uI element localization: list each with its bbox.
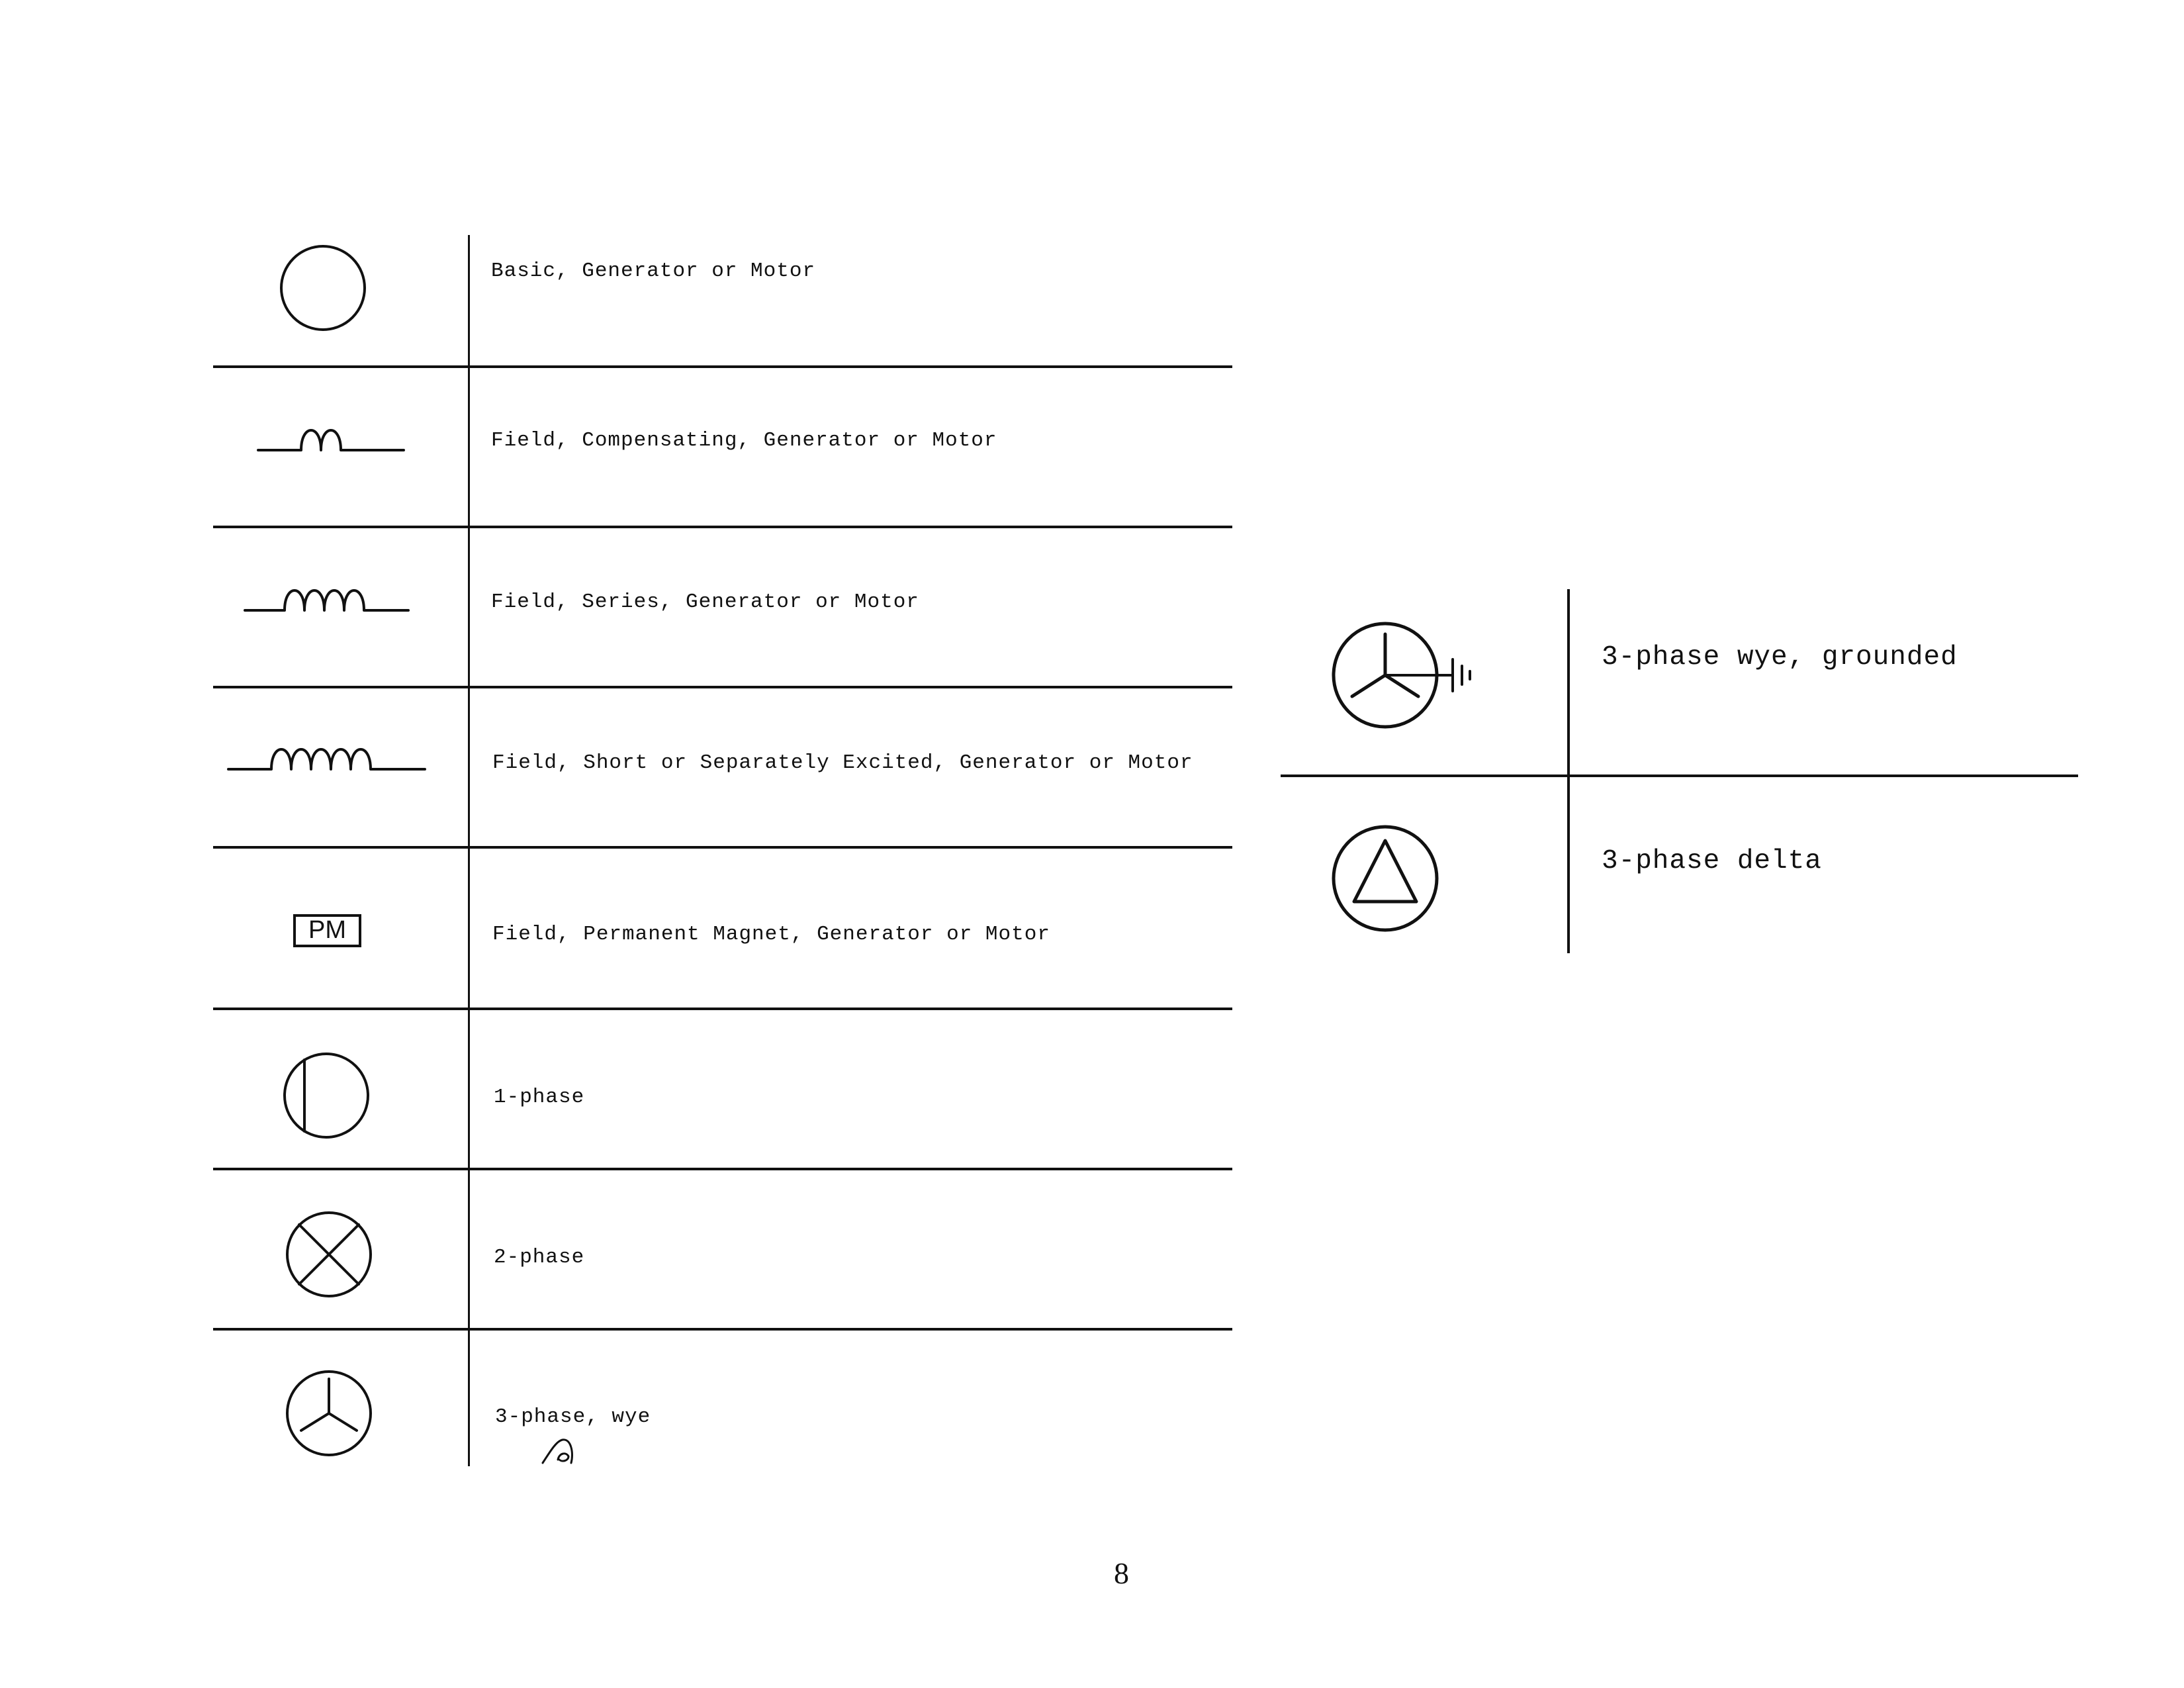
left-table-row-separator xyxy=(213,1008,1232,1010)
left-table-row-separator xyxy=(213,526,1232,528)
left-table-row-separator xyxy=(213,365,1232,368)
row-description: 3-phase wye, grounded xyxy=(1602,642,1958,673)
row-description: Field, Short or Separately Excited, Gene… xyxy=(492,751,1193,774)
row-description: 1-phase xyxy=(494,1086,585,1109)
row-description: Field, Compensating, Generator or Motor xyxy=(491,429,997,452)
row-description: 3-phase delta xyxy=(1602,846,1822,876)
one-phase-icon xyxy=(283,1053,369,1139)
page-number: 8 xyxy=(1114,1556,1129,1590)
row-description: Field, Permanent Magnet, Generator or Mo… xyxy=(492,923,1050,946)
right-table-row-separator xyxy=(1281,774,2078,777)
left-table-row-separator xyxy=(213,846,1232,849)
right-table-column-divider xyxy=(1567,589,1570,953)
field-coil-icon xyxy=(227,748,426,771)
left-table-column-divider xyxy=(468,235,470,1466)
row-description: Field, Series, Generator or Motor xyxy=(491,590,919,614)
three-phase-delta-icon xyxy=(1332,825,1439,932)
row-description: Basic, Generator or Motor xyxy=(491,259,816,283)
field-coil-icon xyxy=(257,429,405,451)
row-description: 2-phase xyxy=(494,1246,585,1269)
permanent-magnet-icon: PM xyxy=(293,914,361,947)
handwritten-mark-icon xyxy=(541,1438,573,1464)
circle-symbol-icon xyxy=(280,245,366,331)
field-coil-icon xyxy=(244,589,410,612)
two-phase-icon xyxy=(286,1211,372,1297)
three-phase-wye-grounded-icon xyxy=(1332,622,1471,729)
three-phase-wye-icon xyxy=(286,1370,372,1456)
row-description: 3-phase, wye xyxy=(495,1405,651,1429)
left-table-row-separator xyxy=(213,1168,1232,1170)
left-table-row-separator xyxy=(213,1328,1232,1331)
left-table-row-separator xyxy=(213,686,1232,688)
